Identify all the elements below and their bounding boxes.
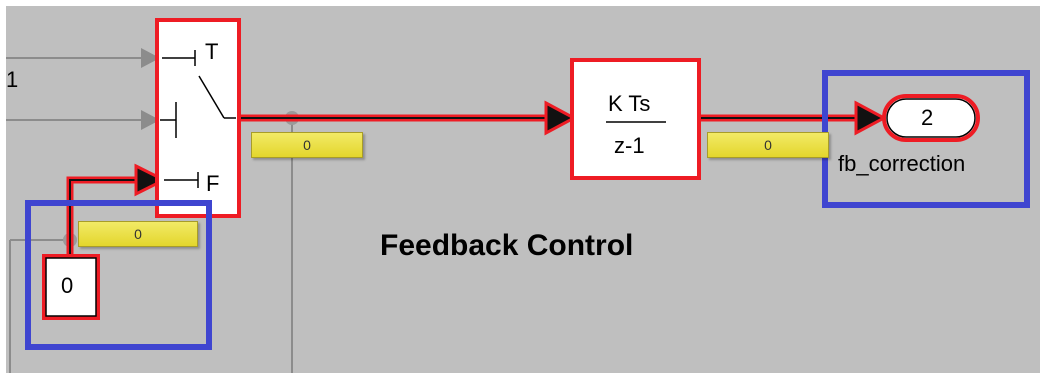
- integrator-numerator: K Ts: [608, 91, 651, 116]
- value-display-integrator-output: 0: [707, 132, 829, 158]
- outport-block-inner-border: [886, 98, 976, 138]
- integrator-denominator: z-1: [614, 133, 645, 158]
- arrowhead-outport-in: [854, 100, 888, 136]
- signal-line-core: [69, 179, 138, 258]
- highlight-box-outport: [822, 70, 1030, 208]
- value-display-constant-output: 0: [78, 221, 198, 247]
- left-edge-label: 1: [6, 67, 19, 92]
- switch-glyph: [160, 50, 236, 188]
- subsystem-annotation: Feedback Control: [380, 229, 634, 262]
- outport-number: 2: [921, 105, 934, 130]
- arrowhead-input-2: [141, 110, 160, 130]
- discrete-integrator-block[interactable]: [570, 58, 701, 180]
- outport-name: fb_correction: [838, 151, 966, 176]
- constant-block-value: 0: [61, 273, 74, 298]
- constant-block-inner-border: [45, 257, 97, 317]
- arrowhead-input-1: [141, 48, 160, 68]
- switch-port-label-true: T: [205, 39, 219, 64]
- value-display-switch-output: 0: [251, 132, 363, 158]
- outport-block[interactable]: [882, 94, 980, 142]
- constant-block[interactable]: [42, 254, 100, 320]
- switch-port-label-false: F: [206, 171, 220, 196]
- highlight-box-constant: [25, 200, 212, 350]
- arrowhead-switch-false-in: [134, 163, 168, 197]
- arrowhead-integrator-in: [544, 100, 578, 136]
